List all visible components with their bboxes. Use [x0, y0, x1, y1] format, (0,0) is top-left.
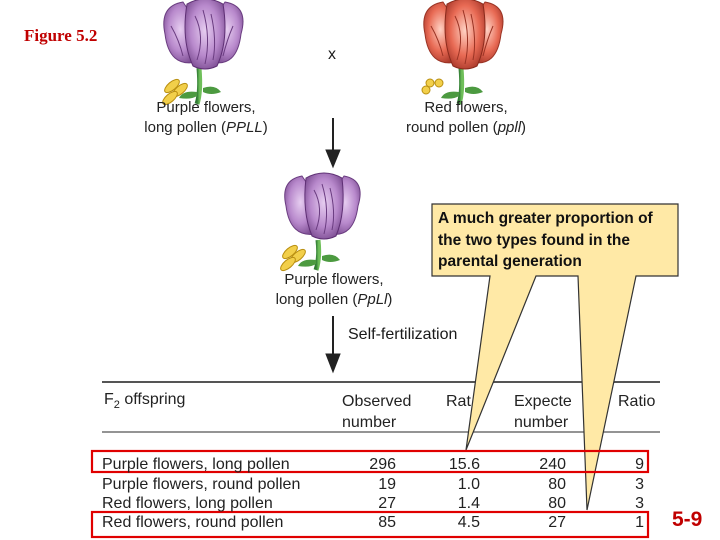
row-observed: 27 [378, 495, 396, 512]
callout-text: A much greater proportion of the two typ… [438, 210, 653, 270]
row-observed: 296 [369, 456, 396, 473]
row-label: Purple flowers, long pollen [102, 456, 290, 473]
cross-symbol: x [328, 46, 336, 63]
row-ratio: 4.5 [457, 514, 480, 531]
table-row: Red flowers, long pollen 27 1.4 80 3 [0, 495, 720, 514]
row-expected: 27 [548, 514, 566, 531]
header-observed: Observed number [342, 393, 412, 431]
row-ratio: 1.4 [457, 495, 480, 512]
row-ratio: 1.0 [457, 476, 480, 493]
round-pollen-icon [421, 78, 444, 95]
row-ratio-2: 3 [635, 495, 644, 512]
header-ratio-2: Ratio [618, 393, 656, 410]
highlight-row-4 [90, 510, 650, 539]
row-ratio: 15.6 [448, 456, 480, 473]
header-ratio: Rat [446, 393, 471, 410]
f1-purple-flower [284, 172, 361, 271]
table-row: Red flowers, round pollen 85 4.5 27 1 [0, 514, 720, 533]
f1-long-pollen-icon [280, 244, 306, 272]
row-label: Red flowers, round pollen [102, 514, 284, 531]
long-pollen-icon [162, 78, 188, 106]
table-row: Purple flowers, round pollen 19 1.0 80 3 [0, 476, 720, 495]
row-ratio-2: 9 [635, 456, 644, 473]
row-label: Purple flowers, round pollen [102, 476, 301, 493]
purple-parent-flower [163, 0, 244, 105]
row-expected: 80 [548, 495, 566, 512]
row-observed: 19 [378, 476, 396, 493]
callout-shape [431, 203, 679, 511]
self-fertilization-label: Self-fertilization [348, 326, 458, 343]
row-expected: 80 [548, 476, 566, 493]
header-offspring: F2 offspring [104, 391, 186, 412]
slide-number: 5-9 [672, 508, 703, 531]
purple-parent-caption: Purple flowers, long pollen (PPLL) [144, 99, 268, 136]
highlight-row-1 [90, 449, 650, 474]
row-observed: 85 [378, 514, 396, 531]
f1-caption: Purple flowers, long pollen (PpLl) [275, 271, 393, 308]
cross-arrow [325, 118, 341, 169]
red-parent-caption: Red flowers, round pollen (ppll) [405, 99, 527, 136]
figure-label: Figure 5.2 [24, 26, 98, 45]
row-expected: 240 [539, 456, 566, 473]
row-ratio-2: 1 [635, 514, 644, 531]
row-label: Red flowers, long pollen [102, 495, 273, 512]
header-expected: Expecte number [514, 393, 572, 431]
self-fertilization-arrow [325, 316, 341, 374]
row-ratio-2: 3 [635, 476, 644, 493]
table-row: Purple flowers, long pollen 296 15.6 240… [0, 456, 720, 475]
red-parent-flower [423, 0, 504, 105]
